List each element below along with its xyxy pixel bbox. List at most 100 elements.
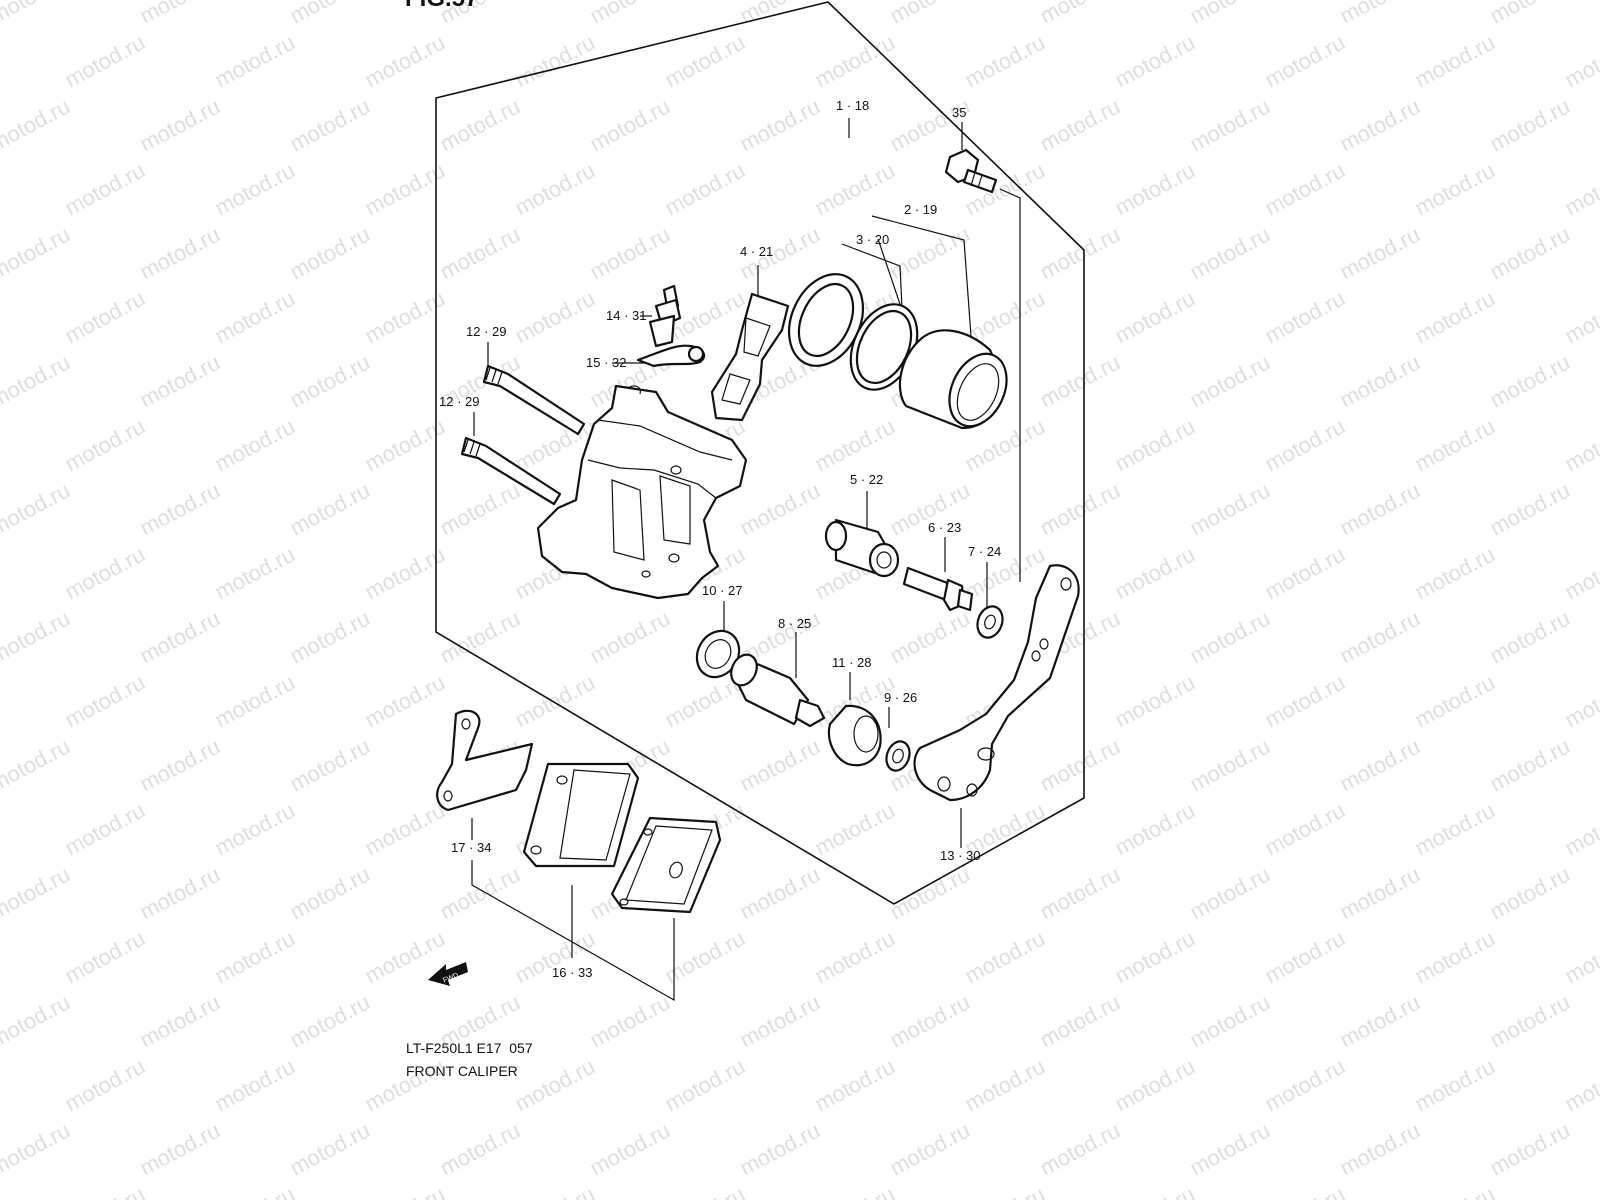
watermark-text: motod.ru — [286, 990, 374, 1053]
watermark-text: motod.ru — [1111, 1054, 1199, 1117]
washer-7 — [976, 605, 1004, 639]
piston-seal-3 — [788, 273, 864, 367]
watermark-text: motod.ru — [886, 606, 974, 669]
watermark-text: motod.ru — [1561, 1054, 1600, 1117]
watermark-text: motod.ru — [136, 606, 224, 669]
bleeder-cap-15 — [636, 344, 706, 368]
watermark-text: motod.ru — [1111, 286, 1199, 349]
watermark-text: motod.ru — [1261, 30, 1349, 93]
callout-17-34: 17 · 34 — [451, 840, 491, 855]
callout-12-29a: 12 · 29 — [466, 324, 506, 339]
watermark-text: motod.ru — [211, 158, 299, 221]
watermark-text: motod.ru — [0, 222, 74, 285]
watermark-text: motod.ru — [1486, 862, 1574, 925]
watermark-text: motod.ru — [736, 94, 824, 157]
watermark-text: motod.ru — [586, 990, 674, 1053]
watermark-text: motod.ru — [1036, 734, 1124, 797]
watermark-text: motod.ru — [511, 1054, 599, 1117]
slide-pin-12b — [460, 436, 562, 506]
watermark-text: motod.ru — [1036, 222, 1124, 285]
watermark-text: motod.ru — [1336, 990, 1424, 1053]
watermark-text: motod.ru — [1186, 734, 1274, 797]
watermark-text: motod.ru — [661, 1182, 749, 1200]
watermark-text: motod.ru — [811, 926, 899, 989]
watermark-text: motod.ru — [1486, 990, 1574, 1053]
watermark-text: motod.ru — [511, 286, 599, 349]
watermark-text: motod.ru — [1186, 478, 1274, 541]
watermark-text: motod.ru — [1561, 926, 1600, 989]
watermark-text: motod.ru — [1186, 0, 1274, 28]
callout-12-29b: 12 · 29 — [439, 394, 479, 409]
watermark-text: motod.ru — [61, 286, 149, 349]
sleeve-8 — [730, 653, 826, 728]
caliper-body-1 — [536, 384, 748, 600]
watermark-text: motod.ru — [1186, 606, 1274, 669]
watermark-text: motod.ru — [61, 926, 149, 989]
watermark-text: motod.ru — [1111, 158, 1199, 221]
watermark-text: motod.ru — [436, 94, 524, 157]
watermark-text: motod.ru — [511, 1182, 599, 1200]
watermark-text: motod.ru — [0, 478, 74, 541]
watermark-text: motod.ru — [211, 1182, 299, 1200]
callout-8-25: 8 · 25 — [778, 616, 811, 631]
pad-spring-4 — [710, 292, 790, 422]
watermark-text: motod.ru — [1336, 478, 1424, 541]
watermark-text: motod.ru — [1186, 350, 1274, 413]
watermark-text: motod.ru — [0, 0, 74, 28]
watermark-text: motod.ru — [586, 1118, 674, 1181]
watermark-text: motod.ru — [1261, 926, 1349, 989]
watermark-text: motod.ru — [1561, 542, 1600, 605]
brake-pad-16a — [522, 762, 640, 868]
watermark-text: motod.ru — [286, 222, 374, 285]
pad-spring-plate-17 — [436, 709, 534, 812]
bleeder-bolt-35 — [944, 148, 998, 194]
watermark-text: motod.ru — [1486, 0, 1574, 28]
watermark-text: motod.ru — [1411, 1182, 1499, 1200]
watermark-text: motod.ru — [1561, 670, 1600, 733]
watermark-text: motod.ru — [211, 926, 299, 989]
callout-9-26: 9 · 26 — [884, 690, 917, 705]
watermark-text: motod.ru — [661, 1054, 749, 1117]
watermark-text: motod.ru — [586, 222, 674, 285]
watermark-text: motod.ru — [961, 926, 1049, 989]
leader-lines — [471, 118, 1021, 1002]
watermark-text: motod.ru — [1336, 862, 1424, 925]
watermark-text: motod.ru — [1036, 94, 1124, 157]
watermark-text: motod.ru — [811, 30, 899, 93]
watermark-text: motod.ru — [736, 862, 824, 925]
callout-4-21: 4 · 21 — [740, 244, 773, 259]
watermark-text: motod.ru — [1186, 862, 1274, 925]
watermark-text: motod.ru — [136, 0, 224, 28]
watermark-text: motod.ru — [61, 670, 149, 733]
watermark-text: motod.ru — [286, 734, 374, 797]
watermark-text: motod.ru — [1261, 414, 1349, 477]
watermark-text: motod.ru — [1336, 350, 1424, 413]
watermark-text: motod.ru — [1036, 478, 1124, 541]
watermark-text: motod.ru — [211, 542, 299, 605]
watermark-text: motod.ru — [886, 1118, 974, 1181]
watermark-text: motod.ru — [811, 414, 899, 477]
watermark-text: motod.ru — [286, 478, 374, 541]
watermark-text: motod.ru — [211, 798, 299, 861]
watermark-text: motod.ru — [436, 862, 524, 925]
watermark-text: motod.ru — [736, 734, 824, 797]
watermark-text: motod.ru — [961, 30, 1049, 93]
watermark-text: motod.ru — [361, 798, 449, 861]
watermark-text: motod.ru — [286, 94, 374, 157]
watermark-text: motod.ru — [1486, 606, 1574, 669]
watermark-text: motod.ru — [1411, 30, 1499, 93]
watermark-text: motod.ru — [811, 158, 899, 221]
watermark-text: motod.ru — [61, 158, 149, 221]
watermark-text: motod.ru — [811, 1182, 899, 1200]
callout-5-22: 5 · 22 — [850, 472, 883, 487]
watermark-text: motod.ru — [1186, 990, 1274, 1053]
watermark-text: motod.ru — [1261, 670, 1349, 733]
callout-1-18: 1 · 18 — [836, 98, 869, 113]
watermark-text: motod.ru — [1411, 158, 1499, 221]
watermark-text: motod.ru — [211, 30, 299, 93]
assembly-frame — [435, 1, 1085, 905]
watermark-text: motod.ru — [1111, 30, 1199, 93]
watermark-text: motod.ru — [1261, 1054, 1349, 1117]
watermark-text: motod.ru — [1411, 670, 1499, 733]
watermark-text: motod.ru — [1411, 926, 1499, 989]
